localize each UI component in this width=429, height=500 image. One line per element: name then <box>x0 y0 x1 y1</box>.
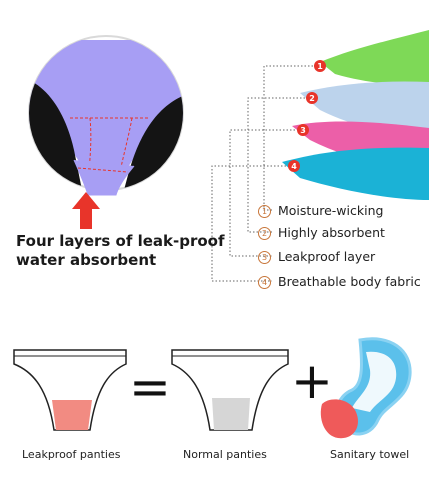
legend-label-4: Breathable body fabric <box>278 274 421 289</box>
headline-line-2: water absorbent <box>16 251 157 269</box>
sanitary-towel-icon <box>320 337 412 439</box>
caption-leakproof-panties: Leakproof panties <box>22 448 121 461</box>
badge-3: 3 <box>297 124 309 136</box>
legend-number-1: 1 <box>258 205 271 218</box>
legend-item-3: 3 Leakproof layer <box>258 249 375 264</box>
caption-normal-panties: Normal panties <box>183 448 267 461</box>
headline-line-1: Four layers of leak-proof <box>16 232 225 250</box>
headline: Four layers of leak-proof water absorben… <box>16 232 225 270</box>
legend-label-3: Leakproof layer <box>278 249 376 264</box>
legend-number-2: 2 <box>258 227 271 240</box>
leakproof-panties-icon <box>13 349 127 431</box>
layer-sheets <box>282 30 429 200</box>
svg-text:2: 2 <box>309 94 315 103</box>
legend-item-4: 4 Breathable body fabric <box>258 274 421 289</box>
legend-item-1: 1 Moisture-wicking <box>258 203 383 218</box>
caption-sanitary-towel: Sanitary towel <box>330 448 410 461</box>
equals-symbol: = <box>129 358 171 416</box>
svg-text:1: 1 <box>317 62 323 71</box>
svg-text:4: 4 <box>291 162 297 171</box>
legend-item-2: 2 Highly absorbent <box>258 225 385 240</box>
badge-1: 1 <box>314 60 326 72</box>
normal-panties-icon <box>171 349 289 431</box>
legend-number-4: 4 <box>258 276 271 289</box>
legend-label-1: Moisture-wicking <box>278 203 384 218</box>
badge-2: 2 <box>306 92 318 104</box>
plus-symbol: + <box>291 352 333 410</box>
up-arrow-icon <box>72 192 100 229</box>
legend-number-3: 3 <box>258 251 271 264</box>
badge-4: 4 <box>288 160 300 172</box>
svg-text:3: 3 <box>300 126 306 135</box>
zoom-circle <box>28 35 184 196</box>
legend-label-2: Highly absorbent <box>278 225 385 240</box>
